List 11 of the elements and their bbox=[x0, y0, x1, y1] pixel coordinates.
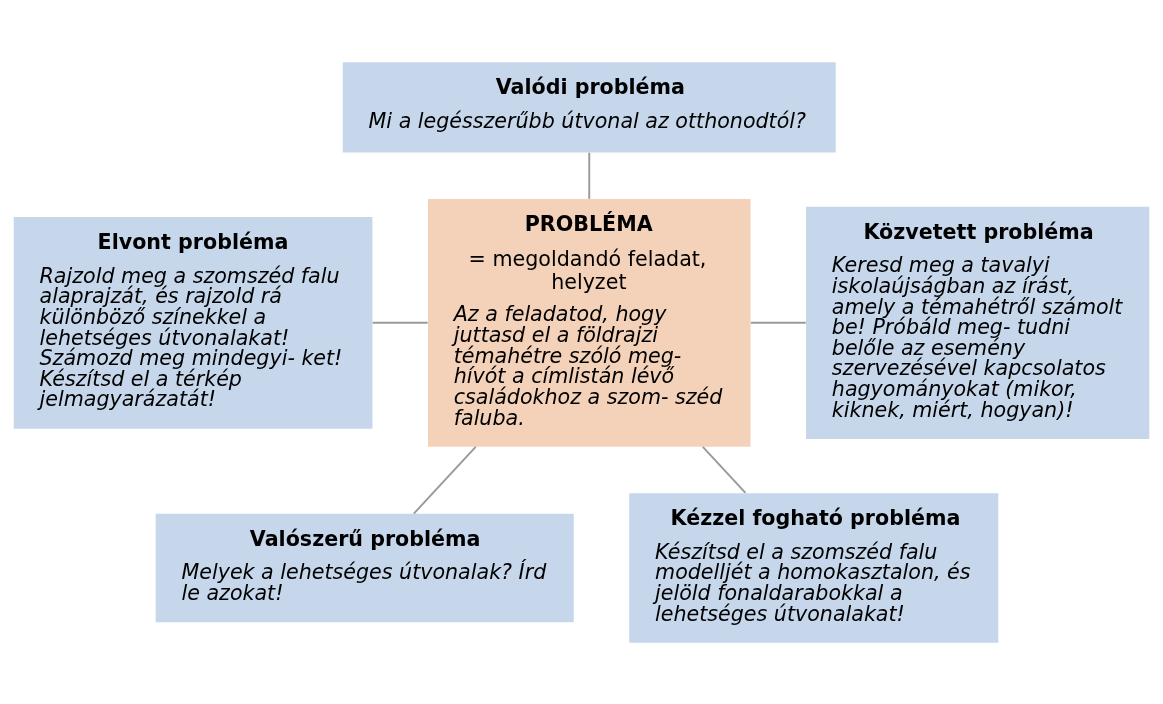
connector bbox=[371, 321, 429, 324]
node-box: Kézzel fogható probléma Készítsd el a szomszéd falu modelljét a homokasztalon, és jelöld fonaldarabokkal a lehetséges útvonalakat! bbox=[629, 492, 999, 643]
node-box: Valódi probléma Mi a legésszerűbb útvonal az otthonodtól? bbox=[342, 61, 836, 152]
connector bbox=[749, 321, 807, 324]
node-box: Közvetett probléma Keresd meg a tavalyi iskolaújságban az írást, amely a témahétről számolt be! Próbáld meg- tudni belőle az esemény szervezésével kapcsolatos hagyományokat (mikor, kiknek, miért, hogyan)! bbox=[806, 206, 1150, 439]
connector bbox=[588, 151, 591, 200]
connector bbox=[412, 445, 477, 515]
node-box: PROBLÉMA = megoldandó feladat, helyzet Az a feladatod, hogy juttasd el a földrajzi témahétre szóló meg- hívót a címlistán lévő családokhoz a szom- széd faluba. bbox=[427, 198, 751, 447]
connector bbox=[701, 445, 747, 494]
node-box: Valószerű probléma Melyek a lehetséges útvonalak? Írd le azokat! bbox=[155, 513, 574, 622]
node-box: Elvont probléma Rajzold meg a szomszéd falu alaprajzát, és rajzold rá különböző színekkel a lehetséges útvonalakat! Számozd meg mindegyi- ket! Készítsd el a térkép jelmagyarázatát! bbox=[13, 216, 373, 429]
